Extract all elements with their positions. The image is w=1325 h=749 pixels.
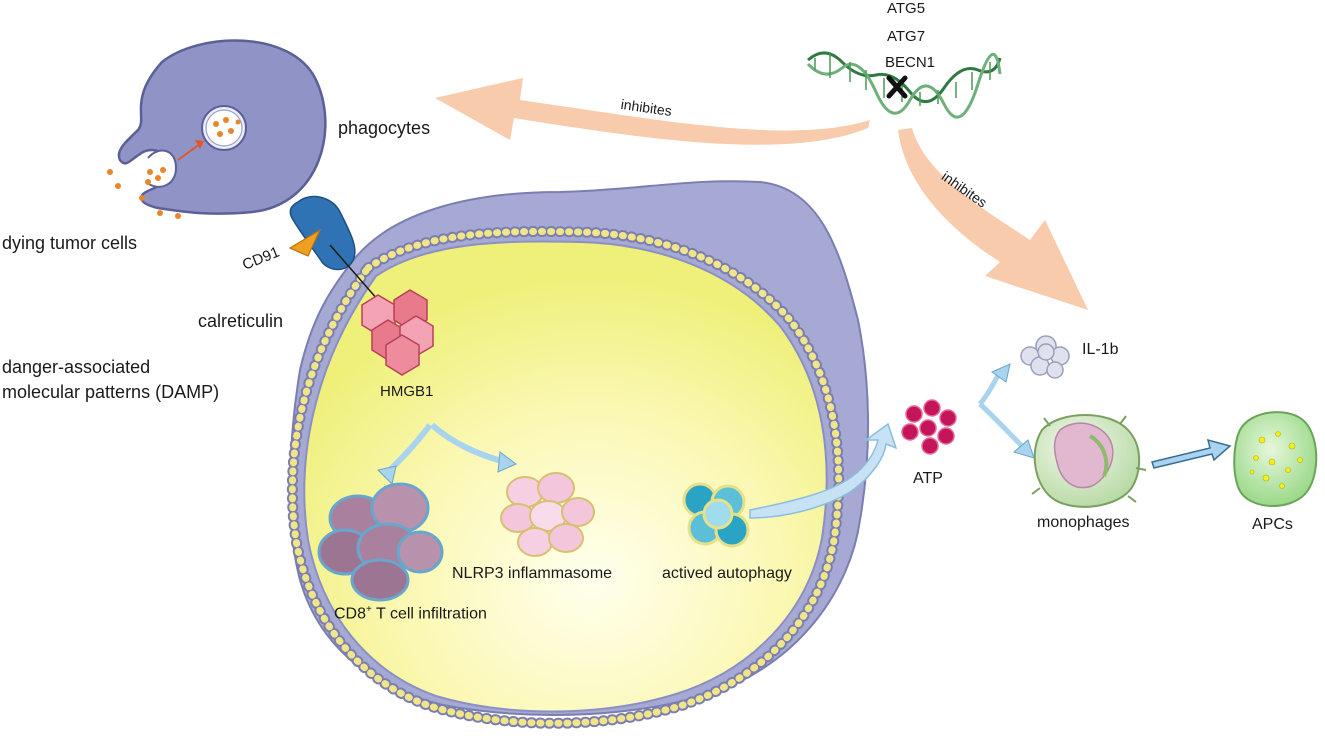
macrophage-to-apc-arrow xyxy=(1151,438,1232,469)
gene-atg7-label: ATG7 xyxy=(887,28,926,45)
inhibit-arrow-left xyxy=(435,78,870,145)
calreticulin-label: calreticulin xyxy=(198,311,284,331)
inhibit-arrow-right xyxy=(898,128,1088,310)
nlrp3-label: NLRP3 inflammasome xyxy=(452,565,613,582)
atp-to-macrophage-arrow xyxy=(978,402,1035,459)
atp-label: ATP xyxy=(913,470,943,487)
nlrp3-cluster xyxy=(500,472,595,557)
cd8-tcell-cluster xyxy=(317,482,444,602)
hmgb1-to-nlrp3-arrow xyxy=(430,422,517,473)
il1b-cluster xyxy=(1020,335,1070,379)
monophages-label: monophages xyxy=(1037,514,1130,531)
cd91-receptor xyxy=(289,195,356,271)
hmgb1-cluster xyxy=(361,289,434,376)
phagocyte-cell xyxy=(107,39,327,219)
cd8-label-sup: + xyxy=(366,604,372,615)
phagocytes-label: phagocytes xyxy=(338,118,431,138)
cd8-label-suffix: T cell infiltration xyxy=(371,605,487,623)
hmgb1-to-cd8-arrow xyxy=(377,423,433,485)
macrophage-cell xyxy=(1031,414,1147,508)
dna-helix xyxy=(806,51,1002,119)
apcs-label: APCs xyxy=(1252,516,1293,533)
tumor-cell xyxy=(286,180,870,729)
gene-atg5-label: ATG5 xyxy=(887,0,926,17)
gene-becn1-label: BECN1 xyxy=(885,54,936,71)
cd8-label: CD8+ T cell infiltration xyxy=(334,604,487,623)
damp-label-line2: molecular patterns (DAMP) xyxy=(2,382,220,402)
il1b-label: IL-1b xyxy=(1082,341,1119,358)
cd8-label-prefix: CD8 xyxy=(334,605,367,623)
hmgb1-label: HMGB1 xyxy=(380,383,434,400)
apc-cell xyxy=(1233,411,1318,507)
damp-label-line1: danger-associated xyxy=(2,357,151,377)
autophagy-to-atp-arrow xyxy=(749,422,898,519)
atp-to-il1b-arrow xyxy=(978,363,1011,406)
dying-tumor-cells-label: dying tumor cells xyxy=(2,233,138,253)
autophagy-label: actived autophagy xyxy=(662,565,792,582)
atp-cluster xyxy=(901,399,957,455)
calreticulin-triangle xyxy=(288,228,322,257)
knockout-x-icon xyxy=(886,75,908,99)
autophagy-cluster xyxy=(682,482,750,548)
